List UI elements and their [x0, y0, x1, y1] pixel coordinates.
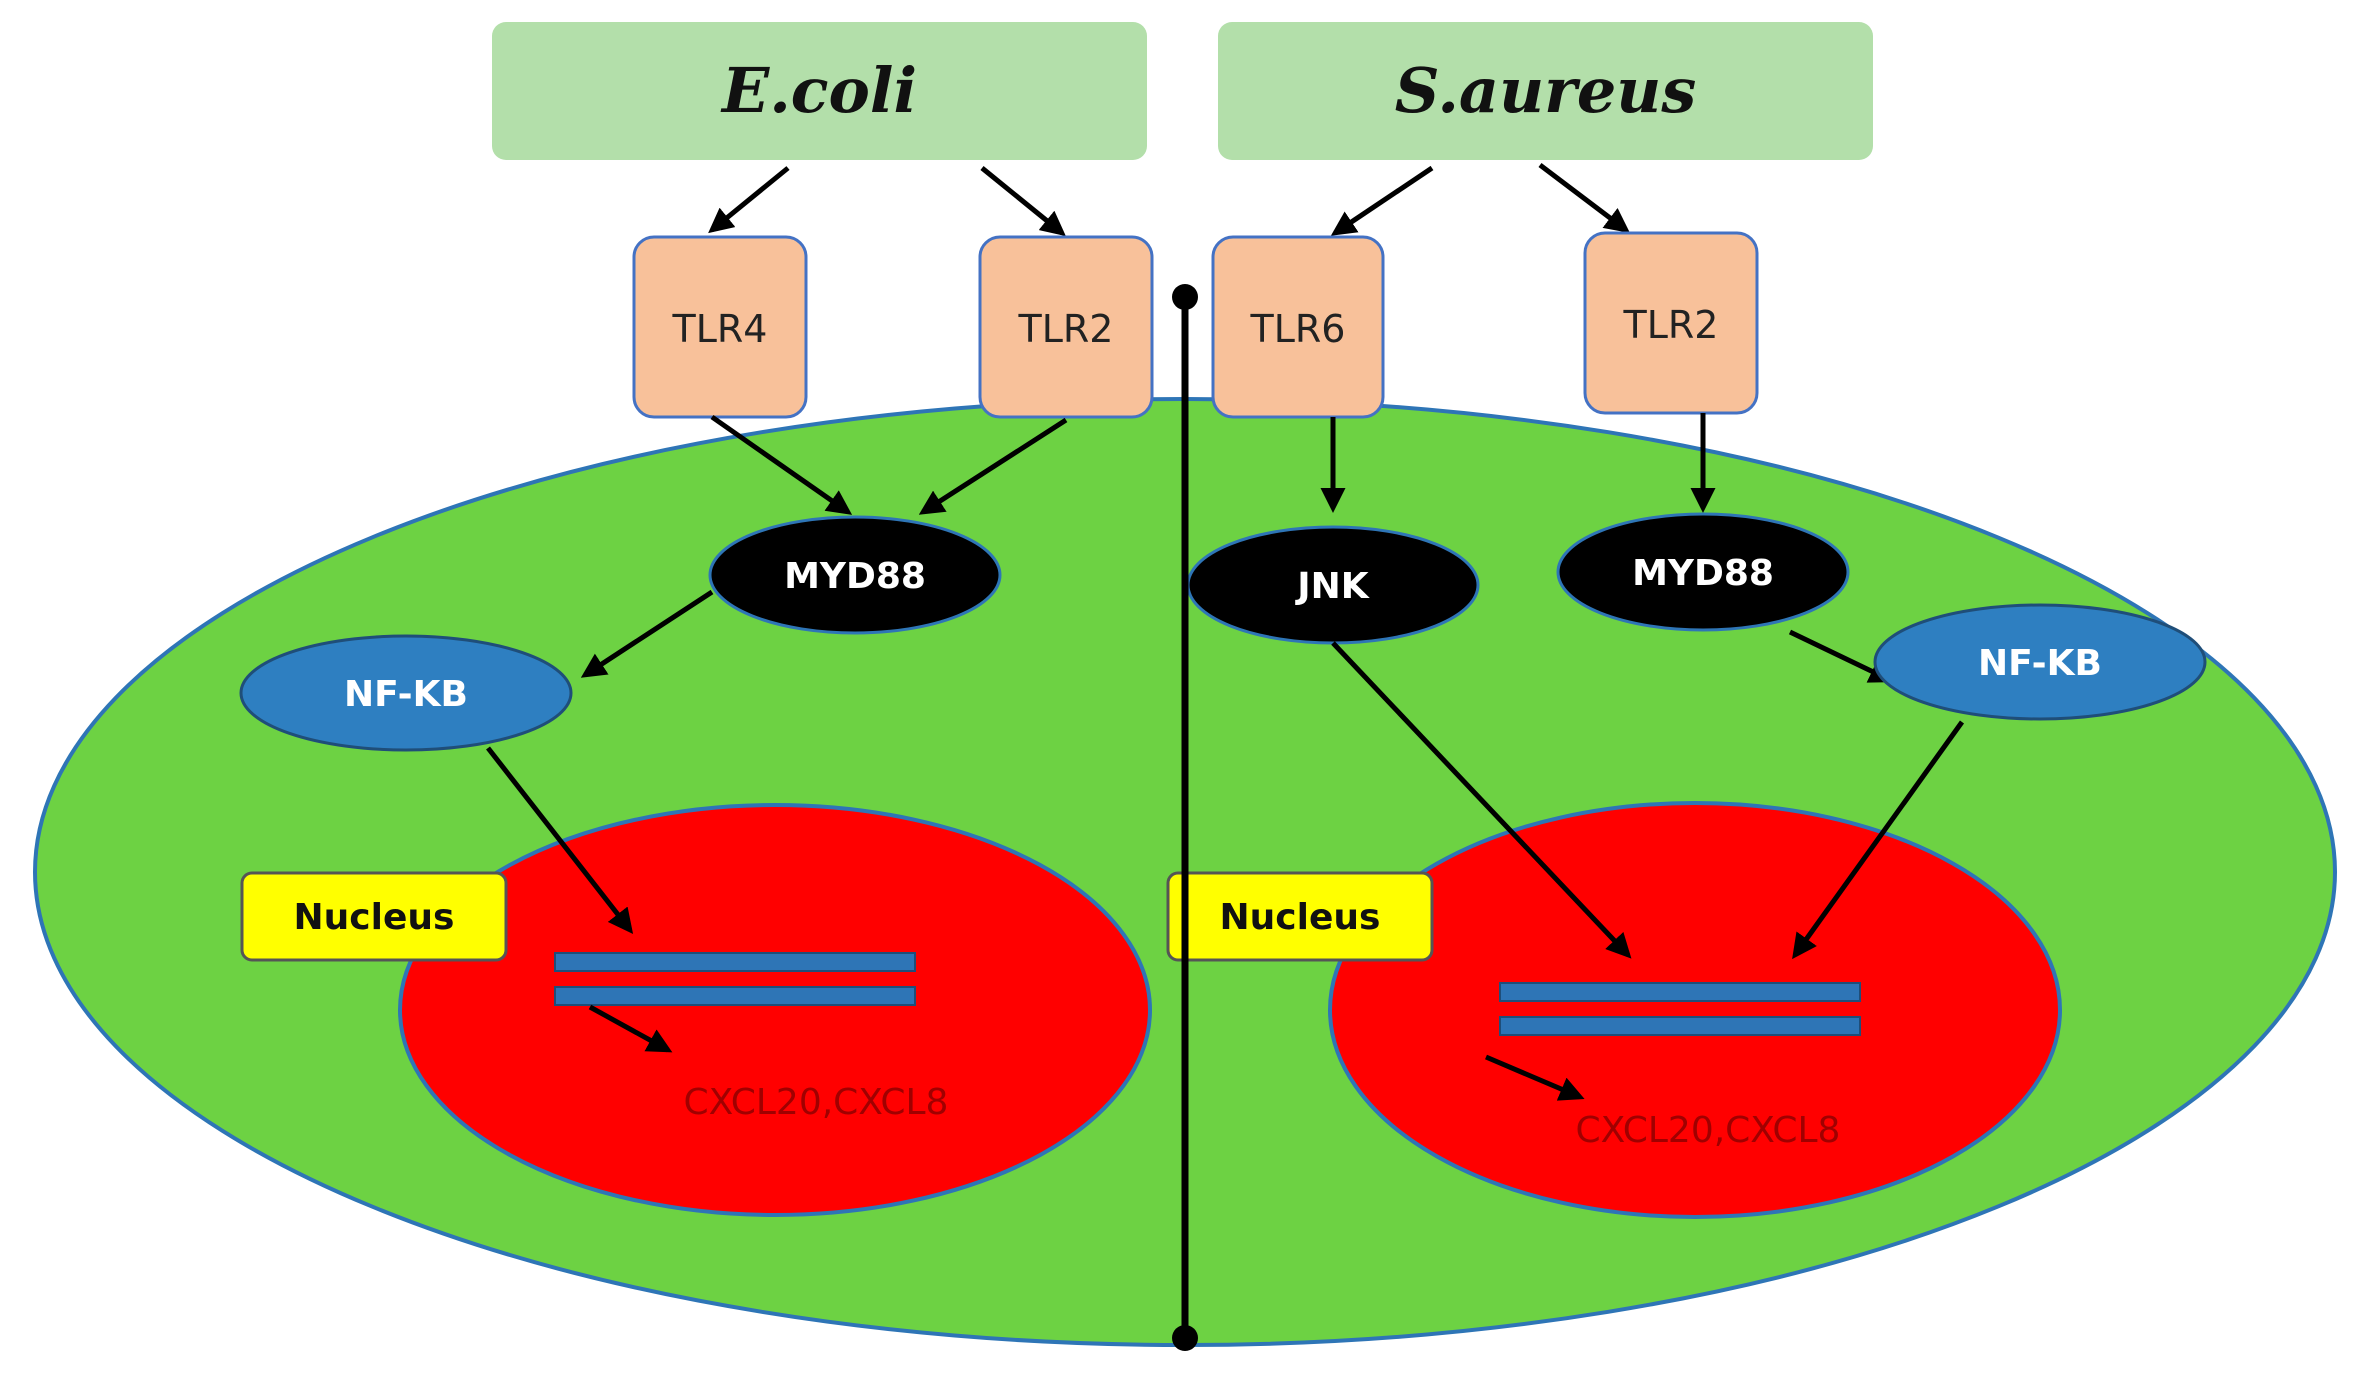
arrow-ecoli-tlr4: [708, 166, 790, 234]
tlr6-right-label: TLR6: [1250, 307, 1346, 351]
nfkb-right-label: NF-KB: [1978, 643, 2102, 684]
tlr4-left-box: [632, 235, 808, 419]
tlr2-left-label: TLR2: [1018, 307, 1114, 351]
left-dna-icon: [554, 952, 916, 1006]
tlr2-right-label: TLR2: [1623, 303, 1719, 347]
jnk-label: JNK: [1294, 566, 1370, 607]
arrow-dna-genes-right: [1485, 1054, 1585, 1101]
genes-right-label: CXCL20,CXCL8: [1576, 1110, 1841, 1151]
saureus-label: S.aureus: [1395, 54, 1697, 127]
tlr2-left-box: [978, 235, 1154, 419]
right-dna-icon: [1499, 982, 1861, 1036]
arrow-ecoli-tlr2: [980, 166, 1066, 237]
arrow-nfkb-dna-left: [486, 746, 634, 934]
ecoli-box: [492, 22, 1147, 160]
arrow-saureus-tlr2: [1538, 163, 1630, 234]
arrow-nfkb-dna-right: [1792, 720, 1965, 960]
tlr2-right-box: [1583, 231, 1759, 415]
ecoli-label: E.coli: [720, 54, 917, 127]
arrow-myd88-nfkb-left: [580, 589, 714, 678]
myd88-left-label: MYD88: [784, 556, 926, 597]
myd88-right-label: MYD88: [1632, 553, 1774, 594]
nucleus-right-label: Nucleus: [1220, 897, 1381, 938]
genes-left-label: CXCL20,CXCL8: [684, 1082, 949, 1123]
divider-line: [1172, 284, 1198, 1351]
nucleus-left-tag: [240, 871, 508, 962]
nfkb-left-node: [239, 634, 573, 752]
right-nucleus: [1328, 801, 2062, 1219]
nucleus-right-tag: [1166, 871, 1434, 962]
myd88-left-node: [708, 515, 1002, 635]
arrow-dna-genes-left: [588, 1004, 673, 1053]
saureus-box: [1218, 22, 1873, 160]
nfkb-left-label: NF-KB: [344, 674, 468, 715]
left-nucleus: [398, 803, 1152, 1217]
arrow-tlr2-myd88: [918, 417, 1068, 515]
arrow-jnk-dna: [1331, 641, 1632, 959]
arrow-tlr4-myd88: [710, 414, 853, 515]
myd88-right-node: [1556, 512, 1850, 632]
nucleus-left-label: Nucleus: [294, 897, 455, 938]
tlr6-right-box: [1211, 235, 1385, 419]
arrow-saureus-tlr6: [1330, 165, 1434, 236]
arrow-myd88-nfkb-right: [1788, 629, 1895, 683]
nfkb-right-node: [1873, 603, 2207, 721]
tlr4-left-label: TLR4: [672, 307, 768, 351]
